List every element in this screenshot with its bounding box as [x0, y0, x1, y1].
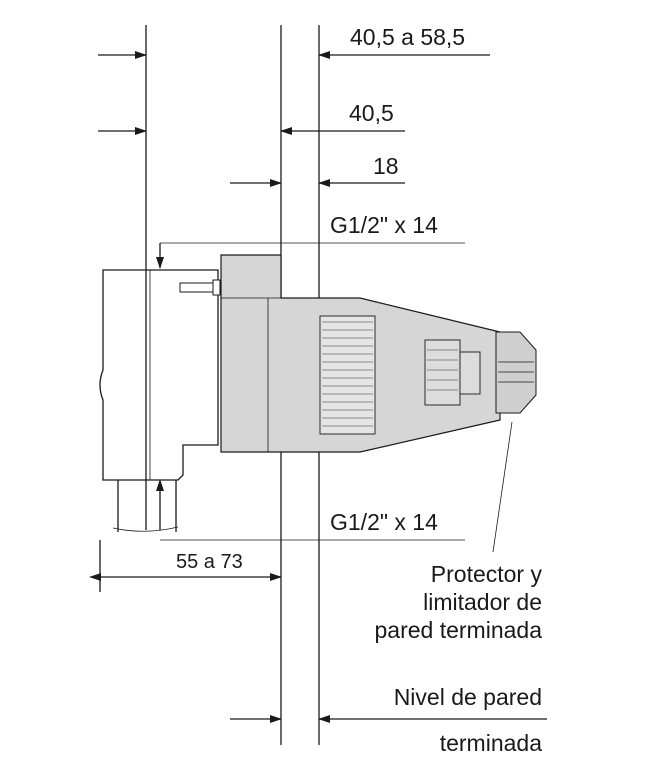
label-wall-line1: Nivel de pared	[394, 684, 542, 710]
label-protector-line2: limitador de	[423, 589, 542, 615]
label-protector-line3: pared terminada	[375, 617, 543, 643]
ribbed-section	[322, 321, 373, 427]
label-protector-line1: Protector y	[431, 561, 543, 587]
cartridge-body	[220, 254, 537, 453]
thread-bottom-leader	[156, 479, 465, 541]
label-wall-line2: terminada	[440, 730, 542, 756]
thread-top-leader	[156, 242, 465, 269]
label-55-a-73: 55 a 73	[176, 551, 243, 573]
label-40-5: 40,5	[349, 100, 394, 126]
protector-leader	[492, 421, 513, 553]
label-thread-bottom: G1/2" x 14	[330, 509, 438, 535]
label-thread-top: G1/2" x 14	[330, 212, 438, 238]
label-40-5-a-58-5: 40,5 a 58,5	[350, 24, 465, 50]
valve-housing	[99, 269, 221, 532]
label-18: 18	[373, 153, 399, 179]
